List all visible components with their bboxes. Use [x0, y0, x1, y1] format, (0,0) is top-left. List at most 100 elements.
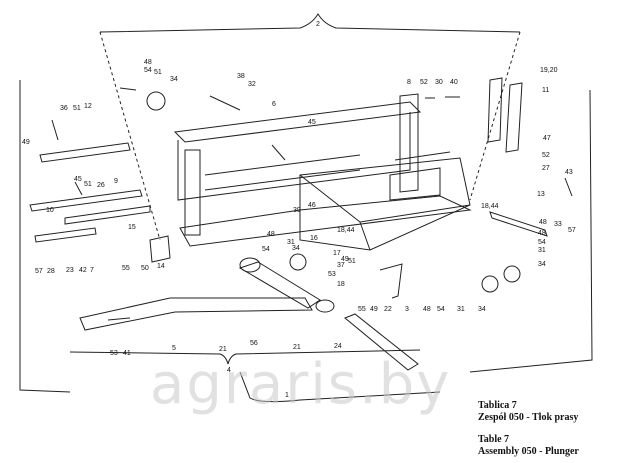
part-label: 48 — [267, 231, 275, 238]
part-label: 9 — [114, 178, 118, 185]
frame-bottom-rail — [179, 195, 472, 247]
part-label: 13 — [537, 191, 545, 198]
rod-22 — [379, 263, 403, 299]
guide-bar-13 — [489, 211, 548, 237]
part-label: 38 — [237, 73, 245, 80]
part-label: 18,44 — [337, 227, 355, 234]
bracket-4 — [69, 349, 421, 365]
part-label: 56 — [250, 340, 258, 347]
part-label: 41 — [123, 350, 131, 357]
part-label: 11 — [542, 87, 549, 94]
part-label: 50 — [141, 265, 149, 272]
part-label: 48 — [144, 59, 152, 66]
part-label: 48 — [423, 306, 431, 313]
bushing-34-mid — [289, 253, 307, 271]
caption-pl-table: Tablica 7 — [478, 400, 517, 411]
part-label: 16 — [310, 235, 318, 242]
outline-right — [469, 89, 593, 373]
part-label: 48 — [539, 219, 547, 226]
part-label: 12 — [84, 103, 92, 110]
pin-parts-14 — [149, 235, 171, 263]
frame-back-wall — [177, 112, 411, 201]
part-label: 26 — [97, 182, 105, 189]
part-label: 40 — [450, 79, 458, 86]
part-label: 55 — [122, 265, 130, 272]
caption-en-title: Assembly 050 - Plunger — [478, 446, 579, 457]
part-label: 27 — [542, 165, 550, 172]
bolt-36 — [51, 87, 137, 196]
part-label: 51 — [73, 105, 81, 112]
part-label: 30 — [435, 79, 443, 86]
part-label: 23 — [66, 267, 74, 274]
part-label: 37 — [337, 262, 345, 269]
part-label: 49 — [341, 256, 349, 263]
part-label: 18 — [337, 281, 345, 288]
part-label: 54 — [262, 246, 270, 253]
frame-top-beam — [173, 101, 422, 143]
part-label: 34 — [292, 245, 300, 252]
part-label: 51 — [84, 181, 92, 188]
outline-bottom — [239, 371, 441, 403]
part-label: 49 — [370, 306, 378, 313]
part-label: 28 — [47, 268, 55, 275]
part-label: 45 — [74, 176, 82, 183]
part-label: 32 — [248, 81, 256, 88]
bushing-34-right — [503, 265, 521, 283]
lever-arm-5 — [79, 297, 313, 331]
bolt-40 — [425, 96, 460, 99]
bushing-34-top — [146, 91, 166, 111]
part-label: 17 — [333, 250, 341, 257]
dashed-right — [469, 31, 521, 201]
part-label: 34 — [538, 261, 546, 268]
part-label: 45 — [308, 119, 316, 126]
part-label: 18,44 — [481, 203, 499, 210]
part-label: 51 — [348, 258, 356, 265]
flat-bar-12 — [39, 142, 131, 163]
part-label: 10 — [46, 207, 54, 214]
part-label: 53 — [328, 271, 336, 278]
part-label: 21 — [219, 346, 227, 353]
part-label: 55 — [358, 306, 366, 313]
frame-side-plate — [399, 93, 419, 193]
guide-bar-19-20 — [487, 77, 503, 143]
part-label: 53 — [110, 350, 118, 357]
part-label: 49 — [22, 139, 30, 146]
part-label: 36 — [60, 105, 68, 112]
flat-bar-9 — [29, 189, 143, 212]
part-label: 14 — [157, 263, 165, 270]
part-label: 33 — [554, 221, 562, 228]
caption-en-table: Table 7 — [478, 434, 510, 445]
part-label: 39 — [293, 207, 301, 214]
pivot-21b — [315, 299, 335, 313]
part-label: 21 — [293, 344, 301, 351]
pivot-21 — [239, 257, 261, 273]
part-label: 31 — [457, 306, 465, 313]
part-label: 15 — [128, 224, 136, 231]
plunger-box — [299, 157, 471, 251]
part-label: 43 — [565, 169, 573, 176]
part-label: 46 — [308, 202, 316, 209]
frame-left-leg — [184, 149, 201, 236]
part-label: 57 — [568, 227, 576, 234]
shaft-24 — [344, 313, 419, 371]
bracket-2 — [99, 13, 521, 33]
part-label: 31 — [538, 247, 546, 254]
plunger-box-top — [299, 174, 471, 251]
part-label: 52 — [420, 79, 428, 86]
part-label: 24 — [334, 343, 342, 350]
part-label: 48 — [538, 230, 546, 237]
part-label: 7 — [90, 267, 94, 274]
part-label: 2 — [316, 21, 320, 28]
part-label: 5 — [172, 345, 176, 352]
part-label: 22 — [384, 306, 392, 313]
bolt-38 — [209, 95, 286, 161]
part-label: 19,20 — [540, 67, 558, 74]
part-label: 42 — [79, 267, 87, 274]
caption-pl-title: Zespół 050 - Tłok prasy — [478, 412, 579, 423]
part-label: 34 — [170, 76, 178, 83]
lever-strut-21 — [238, 261, 321, 309]
bolt-53 — [107, 317, 131, 321]
dashed-left — [99, 31, 161, 241]
part-label: 57 — [35, 268, 43, 275]
